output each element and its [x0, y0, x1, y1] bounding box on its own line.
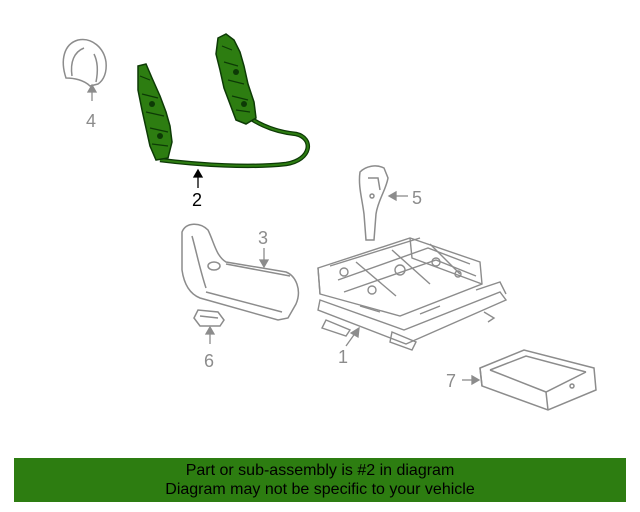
leader-1: [345, 326, 360, 347]
leader-6: [204, 325, 216, 344]
callout-5: 5: [412, 188, 422, 208]
part-3-seat-side-shield[interactable]: [181, 223, 300, 321]
callout-2: 2: [192, 190, 202, 210]
callout-3: 3: [258, 228, 268, 248]
part-2-recliner-cable-assembly[interactable]: [137, 33, 311, 169]
leader-4: [86, 83, 98, 101]
callout-4: 4: [86, 111, 96, 131]
part-4-headrest[interactable]: [62, 38, 107, 87]
leader-7: [462, 374, 481, 386]
callout-1: 1: [338, 347, 348, 367]
leader-5: [387, 190, 408, 202]
part-1-seat-track-assembly[interactable]: [317, 237, 508, 351]
part-6-adjuster-knob[interactable]: [193, 309, 225, 327]
leader-2: [192, 168, 204, 188]
banner-line-2: Diagram may not be specific to your vehi…: [165, 481, 475, 498]
part-5-seat-bracket[interactable]: [358, 165, 389, 241]
callout-7: 7: [446, 371, 456, 391]
banner-line-1: Part or sub-assembly is #2 in diagram: [185, 462, 455, 479]
info-banner: Part or sub-assembly is #2 in diagram Di…: [14, 458, 626, 502]
callout-6: 6: [204, 351, 214, 371]
leader-3: [258, 248, 270, 269]
part-7-under-seat-tray[interactable]: [479, 349, 597, 411]
